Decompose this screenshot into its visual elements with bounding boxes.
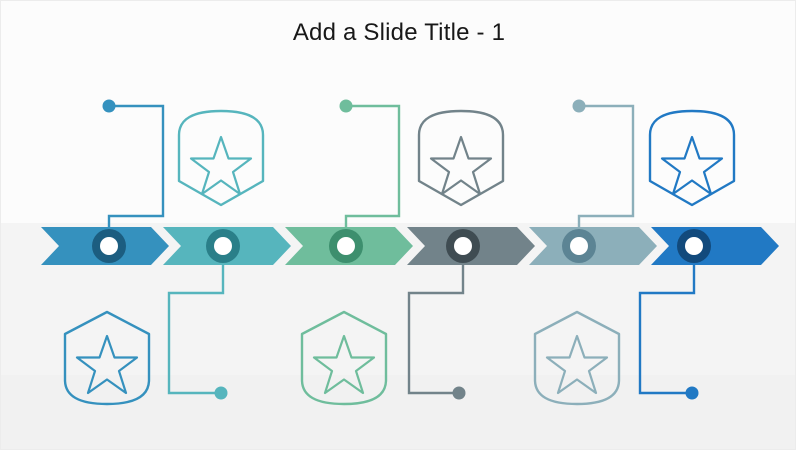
connector-line	[407, 246, 465, 395]
milestone-ring-center	[214, 237, 232, 255]
connector-line	[577, 104, 635, 246]
chevron-arrows-group	[41, 227, 779, 265]
background-band-lower	[1, 375, 795, 449]
milestone-rings-group	[92, 229, 711, 263]
connector-dot-icon[interactable]	[102, 99, 116, 113]
connector-line	[167, 246, 225, 395]
milestone-ring-center	[337, 237, 355, 255]
connector-line	[638, 246, 696, 395]
connector-dot-icon[interactable]	[214, 386, 228, 400]
connector-dot-icon[interactable]	[685, 386, 699, 400]
connector-dot-icon[interactable]	[452, 386, 466, 400]
connector-dot-icon[interactable]	[339, 99, 353, 113]
connector-dot-icon[interactable]	[572, 99, 586, 113]
milestone-ring-center	[100, 237, 118, 255]
star-shield-icon[interactable]	[648, 109, 736, 207]
page-title[interactable]: Add a Slide Title - 1	[292, 19, 506, 46]
star-shield-icon[interactable]	[63, 310, 151, 406]
star-shield-icon[interactable]	[533, 310, 621, 406]
star-shield-icon[interactable]	[177, 109, 265, 207]
milestone-ring-center	[454, 237, 472, 255]
connector-dots-group	[102, 99, 699, 400]
star-shield-icon[interactable]	[417, 109, 505, 207]
milestone-ring-center	[570, 237, 588, 255]
connector-line	[344, 104, 401, 246]
star-shield-icon[interactable]	[300, 310, 388, 406]
connector-line	[107, 104, 165, 246]
connector-lines-group	[107, 104, 696, 395]
chevron-arrow[interactable]	[651, 227, 779, 265]
milestone-ring-center	[685, 237, 703, 255]
